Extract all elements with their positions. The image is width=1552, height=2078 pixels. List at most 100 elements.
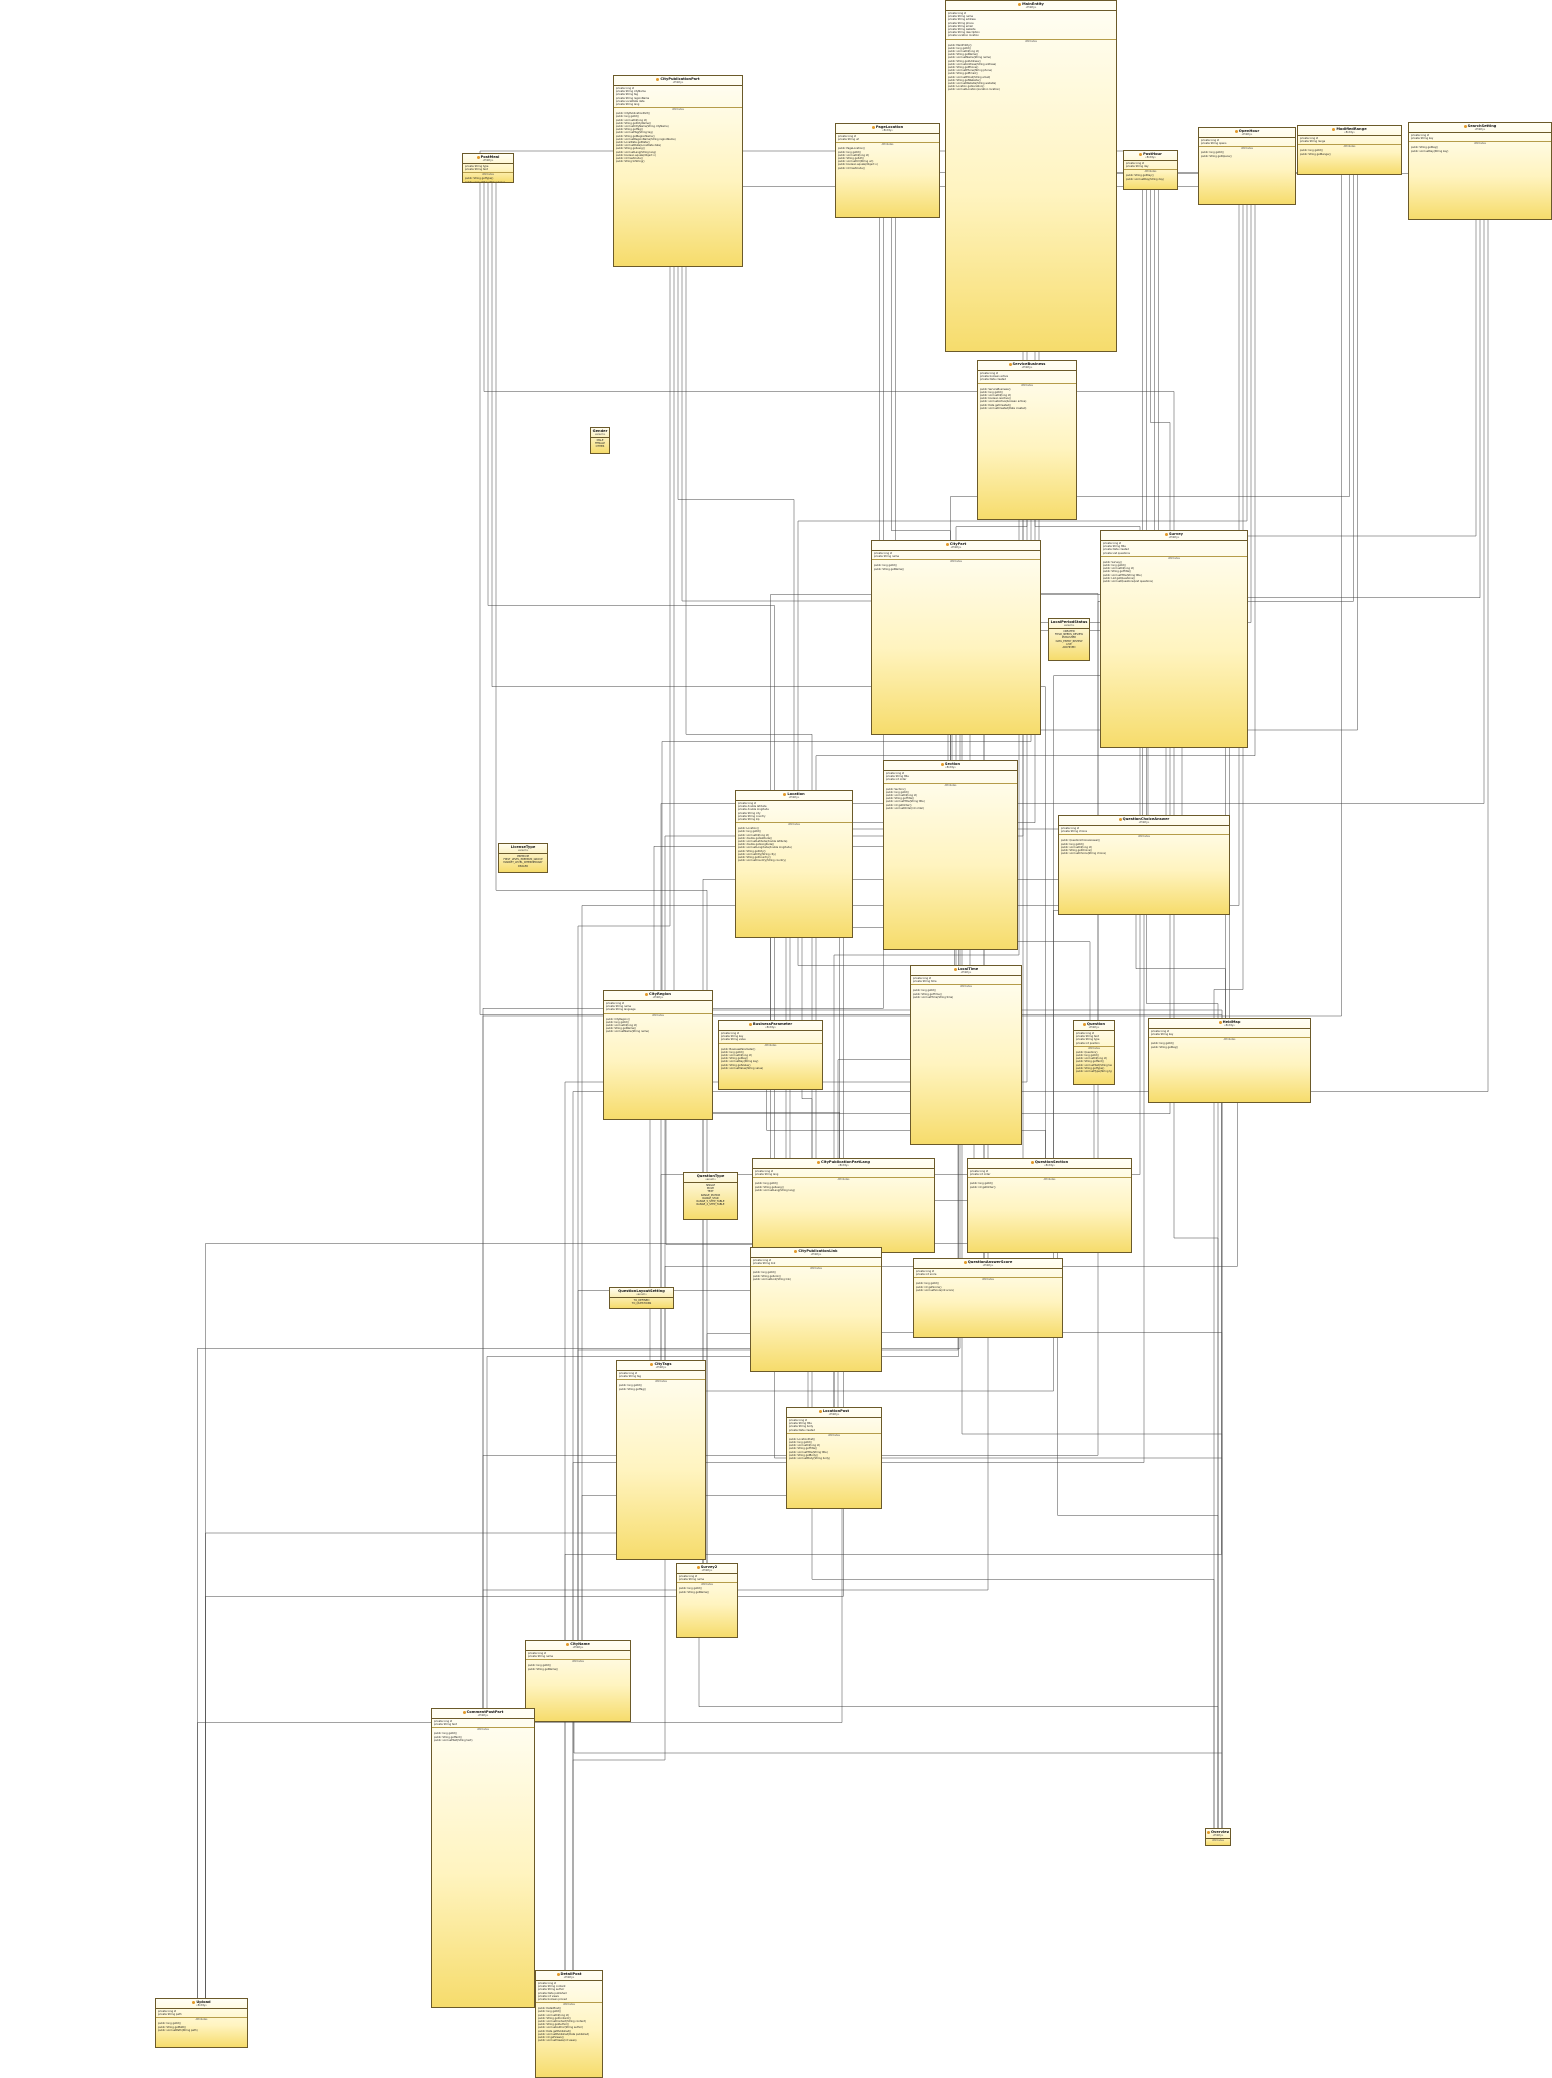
attribute-line: private String regionName [616, 96, 650, 100]
attribute-line: private long id [913, 977, 932, 980]
enum-value: TO_QUESTIONS [631, 1302, 652, 1306]
operations-label: Attributes [1474, 142, 1486, 146]
class-name-text: SearchSetting [1467, 124, 1497, 128]
class-box-questionanswerscore[interactable]: QuestionAnswerScore«Entity»private long … [913, 1258, 1063, 1338]
class-stereotype: «Entity» [838, 1164, 849, 1167]
operations-label: Attributes [1241, 147, 1253, 151]
operation-line: public void setTag(String tag) [616, 131, 653, 135]
class-header: ModifiedRange«Entity» [1298, 126, 1401, 136]
operations-label: Attributes [1138, 835, 1150, 839]
operation-compartment: public Question()public long getId()publ… [1074, 1050, 1114, 1074]
association-line [891, 170, 951, 855]
operation-compartment: public long getId()public String getLink… [751, 1270, 881, 1282]
class-stereotype: «Entity» [1044, 1164, 1055, 1167]
association-line [1057, 1205, 1219, 1837]
enum-value: MARKET_LEVEL_INTERMEDIARY [503, 861, 543, 865]
class-box-overview[interactable]: Overview«Entity»Attributes [1205, 1828, 1231, 1846]
class-icon [476, 155, 480, 159]
class-header: CityPart«Entity» [872, 541, 1040, 551]
attribute-line: private long id [874, 552, 893, 555]
association-line [479, 168, 1223, 1837]
class-box-citypublicationpart[interactable]: CityPublicationPart«Entity»private long … [613, 75, 743, 267]
class-icon [748, 1022, 752, 1026]
operation-line: public LocationPost() [789, 1437, 816, 1441]
operation-compartment: public String getType()public void setTy… [463, 176, 513, 183]
operation-line: public void setKey(String key) [721, 1060, 759, 1064]
attribute-line: private int order [970, 1173, 991, 1177]
attribute-line: private String type [1076, 1038, 1100, 1042]
class-box-businessparameter[interactable]: BusinessParameter«Entity»private long id… [718, 1020, 823, 1090]
attribute-line: private long id [738, 802, 757, 805]
operation-line: public void setTime(String time) [913, 995, 954, 999]
attribute-line: private String opens [1201, 142, 1227, 146]
enum-value: RANGE_2_STEP_TABLE [696, 1203, 725, 1207]
operation-line: public long getId() [980, 390, 1003, 394]
operation-line: public List getQuestions() [1103, 576, 1136, 580]
operation-line: public void setCity(String city) [738, 852, 776, 856]
operation-line: public String getRegionName() [616, 134, 655, 138]
class-stereotype: «Entity» [982, 1264, 994, 1267]
operation-line: public void setType(String type) [465, 180, 505, 183]
operation-line: public long getId() [721, 1050, 744, 1054]
class-stereotype: «Entity» [572, 1646, 584, 1649]
operation-line: public String getLink() [753, 1274, 781, 1278]
attribute-line: private String name [606, 1005, 631, 1009]
class-icon [645, 992, 649, 996]
class-name-text: CityName [570, 1642, 590, 1646]
operation-compartment: public long getId()public String getTime… [911, 988, 1021, 1000]
class-box-citypublicationpartlang[interactable]: CityPublicationPartLang«Entity»private l… [752, 1158, 935, 1253]
enum-value: CREATED [1063, 630, 1075, 633]
operations-label: Attributes [764, 1043, 777, 1047]
operation-line: public Location() [738, 827, 759, 831]
class-header: CityTags«Entity» [617, 1361, 705, 1371]
attribute-line: private int score [916, 1273, 937, 1277]
operation-line: public String getCountry() [738, 856, 771, 860]
class-header: CityPublicationPartLang«Entity» [753, 1159, 934, 1169]
class-name: OpenHour [1200, 129, 1294, 133]
class-name-text: PostHour [1143, 152, 1162, 156]
operation-compartment: public String getDay()public void setDay… [1124, 173, 1177, 181]
class-box-questionchoiceanswer[interactable]: QuestionChoiceAnswer«Entity»private long… [1058, 815, 1230, 915]
association-line [961, 1055, 1223, 1837]
enum-value: FIELD_NEEDS_REVIEW [1055, 633, 1083, 637]
operation-line: public void setEmail(String email) [948, 75, 991, 79]
class-box-citypublicationlink[interactable]: CityPublicationLink«Entity»private long … [750, 1247, 882, 1372]
attribute-line: private String url [838, 138, 860, 142]
